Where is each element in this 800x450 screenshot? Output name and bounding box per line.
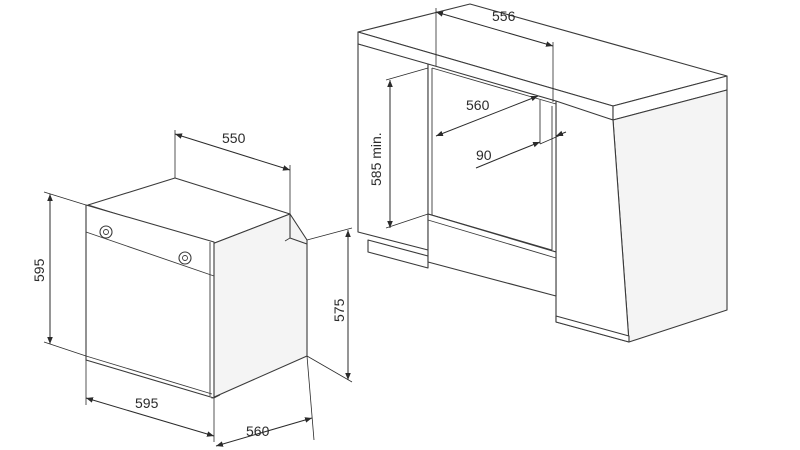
- right-knob-icon: [178, 251, 192, 265]
- oven-drawing: [85, 177, 308, 399]
- oven-width-dimension: 595: [85, 360, 215, 442]
- oven-body-depth-label: 560: [246, 423, 270, 439]
- cabinet-width-dimension: 556: [435, 8, 554, 102]
- oven-width-label: 595: [135, 395, 159, 411]
- cabinet-min-height-dimension: 585 min.: [368, 67, 429, 229]
- oven-body-height-dimension: 575: [306, 227, 353, 383]
- oven-height-label: 595: [31, 258, 47, 282]
- cabinet-gap-dimension: 90: [475, 130, 567, 169]
- cabinet-gap-label: 90: [476, 147, 492, 163]
- oven-height-dimension: 595: [31, 191, 87, 357]
- oven-body-depth-dimension: 560: [215, 355, 315, 447]
- oven-depth-dimension: 550: [174, 130, 291, 214]
- cabinet-width-label: 556: [492, 8, 516, 24]
- cabinet-drawing: [357, 3, 728, 343]
- cabinet-depth-label: 560: [466, 97, 490, 113]
- left-knob-icon: [99, 225, 113, 239]
- cabinet-min-height-label: 585 min.: [368, 132, 384, 186]
- oven-depth-label: 550: [222, 130, 246, 146]
- oven-body-height-label: 575: [331, 298, 347, 322]
- cabinet-depth-dimension: 560: [435, 95, 539, 137]
